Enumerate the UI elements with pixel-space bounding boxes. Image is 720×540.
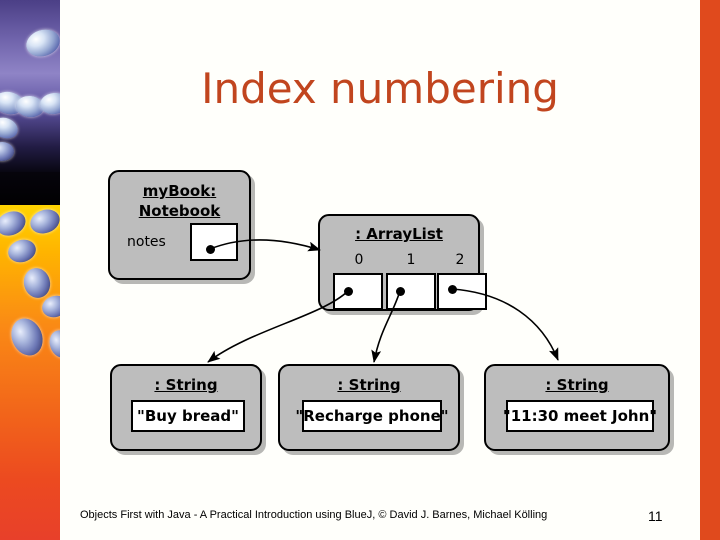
notebook-class-name: Notebook [138,202,221,220]
string-1-value[interactable]: "Recharge phone" [295,400,449,432]
object-box-string-1[interactable]: : String "Recharge phone" [278,364,460,451]
object-box-string-2[interactable]: : String "11:30 meet John" [484,364,670,451]
footer-attribution: Objects First with Java - A Practical In… [80,509,548,521]
object-box-arraylist[interactable]: : ArrayList 0 1 2 [318,214,487,311]
strip-warm-gradient [0,205,60,540]
arraylist-cell-2-reference-dot [448,285,457,294]
notebook-notes-reference-dot [206,245,215,254]
string-0-value[interactable]: "Buy bread" [131,400,245,432]
notebook-title-separator: : [210,182,217,200]
pebble-icon [0,142,14,161]
arraylist-cell-1-reference-dot [396,287,405,296]
arraylist-index-0: 0 [354,252,364,268]
notebook-field-label: notes [127,234,166,250]
string-1-title: : String [337,376,401,394]
right-accent-bar [700,0,720,540]
notebook-notes-field[interactable] [190,223,238,261]
arraylist-index-1: 1 [406,252,416,268]
arraylist-cell-1[interactable] [386,273,436,310]
arraylist-cell-0-reference-dot [344,287,353,296]
string-2-title: : String [545,376,609,394]
strip-black-band [0,172,60,210]
object-box-notebook[interactable]: myBook: Notebook notes [108,170,251,280]
string-2-value[interactable]: "11:30 meet John" [503,400,657,432]
arraylist-title: : ArrayList [355,225,443,243]
arraylist-cell-2[interactable] [437,273,487,310]
slide-decoration-strip [0,0,60,540]
notebook-title: myBook: [110,182,249,200]
string-0-title: : String [154,376,218,394]
notebook-instance-name: myBook [142,182,211,200]
page-number: 11 [648,508,663,524]
arraylist-index-2: 2 [455,252,465,268]
page-title: Index numbering [201,64,559,113]
object-box-string-0[interactable]: : String "Buy bread" [110,364,262,451]
arraylist-cell-0[interactable] [333,273,383,310]
